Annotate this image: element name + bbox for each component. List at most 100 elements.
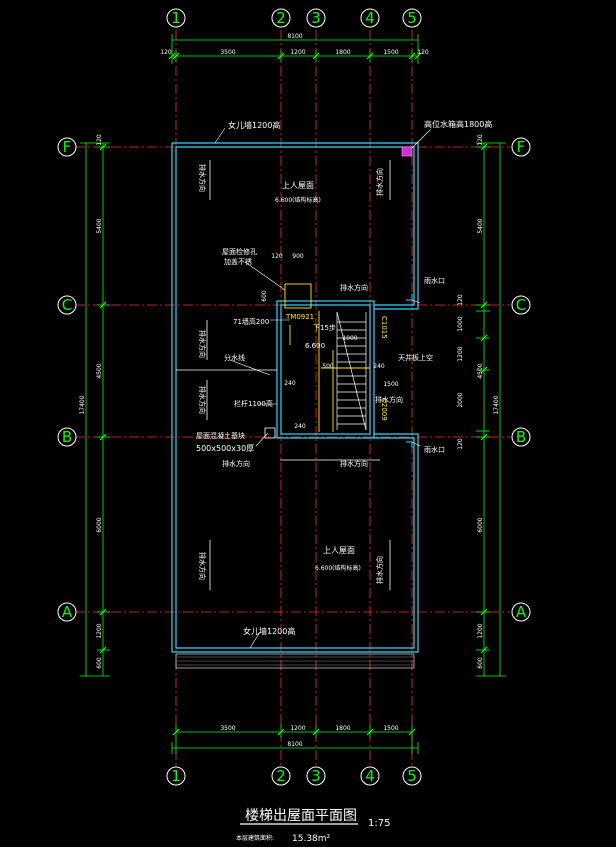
dim-bottom-seg-1: 1200 [290,725,305,732]
drain-marks [406,294,413,448]
dim-right-seg-6: 120 [457,438,464,450]
dim-bottom-total: 8100 [287,741,302,748]
parapet-hatch-pattern [176,656,414,666]
stair-dim-8: 240 [294,423,306,430]
label-drain-2: 排水方向 [375,168,384,196]
stair-dim-3: 500 [322,363,334,370]
label-drain-4: 排水方向 [198,386,207,414]
dimension-ticks [99,52,488,736]
dim-bottom-seg-2: 1800 [335,725,350,732]
dim-top-total: 8100 [287,33,302,40]
label-parapet-bottom: 女儿墙1200高 [243,626,295,636]
label-hatch-note-1: 屋面检修孔 [222,247,257,256]
label-drain-8: 排水方向 [222,459,250,468]
label-floor-elev: 6.600 [305,342,325,350]
stair-dim-0: 120 [271,253,283,260]
dimension-lines [80,34,506,754]
stair-dim-7: 240 [284,380,296,387]
label-window-top: C1015 [380,316,388,339]
grid-label-top-2: 2 [276,9,286,27]
grid-label-top-4: 4 [365,9,375,27]
label-window-bot: C2009 [380,398,388,421]
label-stair-down: 下15步 [313,324,336,332]
dim-top-seg-0: 120 [160,49,172,56]
label-drain-6: 排水方向 [375,556,384,584]
grid-label-bottom-4: 4 [365,767,375,785]
building-outline [171,142,419,653]
dim-right-seg-1: 5400 [477,218,484,233]
base-block-marker [264,427,276,439]
dim-right-seg-2: 120 [457,294,464,306]
dim-bottom-seg-0: 3500 [220,725,235,732]
label-drain-10: 排水方向 [375,395,403,404]
dim-top-seg-2: 1200 [290,49,305,56]
label-roof-1: 上人屋面 [282,181,314,190]
grid-label-right-C: C [516,296,526,314]
drawing-title: 楼梯出屋面平面图 [245,808,357,824]
grid-label-left-C: C [62,296,72,314]
label-base-2: 500x500x30厚 [196,444,254,453]
dim-left-seg-5: 600 [96,657,103,669]
grid-label-left-B: B [62,428,72,446]
grid-label-right-B: B [516,428,526,446]
stair-dim-4: 1000 [342,335,357,342]
label-rail: 栏杆1100高 [234,399,273,408]
label-door: TM0921 [285,313,314,321]
stair-treads [336,311,367,431]
grid-label-bottom-1: 1 [171,767,181,785]
stair-dim-5: 240 [373,363,385,370]
label-drain-9: 排水方向 [340,459,368,468]
dim-left-seg-1: 5400 [96,218,103,233]
grid-label-bottom-5: 5 [407,767,417,785]
grid-label-top-1: 1 [171,9,181,27]
label-drain-1: 排水方向 [198,164,207,192]
label-roof-elev-2: 6.600(结构标高) [315,564,361,572]
drain-arrows [206,160,391,590]
label-reservoir: 高位水箱高1800高 [424,119,492,129]
grid-bubbles [57,8,531,786]
dim-right-seg-3: 1000 [457,316,464,331]
grid-label-top-5: 5 [407,9,417,27]
label-drain-3: 排水方向 [198,330,207,358]
dim-left-seg-2: 4500 [96,363,103,378]
dim-right-total: 17400 [493,395,500,414]
stair-flight [284,283,370,432]
dim-bottom-seg-3: 1500 [383,725,398,732]
label-roof-elev-1: 6.600(结构标高) [275,196,321,204]
dim-top-seg-1: 3500 [220,49,235,56]
dim-right-seg-4: 1200 [457,346,464,361]
area-label: 本层建筑面积: [236,834,274,842]
stair-dim-2: 600 [261,290,268,302]
label-skylight: 天井板上空 [398,353,433,362]
label-drain-5: 排水方向 [198,552,207,580]
dim-left-seg-0: 120 [96,134,103,146]
grid-label-right-F: F [517,138,526,156]
grid-label-left-A: A [62,603,73,621]
label-drain-7: 排水方向 [340,283,368,292]
dim-left-seg-4: 1200 [96,623,103,638]
dim-right-seg-5: 2000 [457,392,464,407]
dim-right-seg-7: 6000 [477,517,484,532]
stair-dim-6: 1500 [383,381,398,388]
label-outlet-2: 雨水口 [424,445,445,454]
label-roof-2: 上人屋面 [323,546,355,555]
dim-top-seg-5: 120 [417,49,429,56]
grid-label-left-F: F [63,138,72,156]
label-outlet-1: 雨水口 [424,276,445,285]
dim-top-seg-4: 1500 [383,49,398,56]
drawing-scale: 1:75 [368,818,390,829]
water-tank-marker [401,146,413,157]
area-value: 15.38m² [292,834,331,844]
grid-label-top-3: 3 [311,9,321,27]
label-divider: 分水线 [224,353,245,362]
dim-right-seg-9: 600 [477,657,484,669]
label-base-1: 屋面混凝土基块 [196,431,245,440]
grid-label-right-A: A [516,603,527,621]
dim-left-total: 17400 [79,395,86,414]
label-hatch-note-2: 加盖不锈 [224,257,252,266]
dim-right-seg-0: 120 [477,134,484,146]
grid-label-bottom-2: 2 [276,767,286,785]
dim-left-seg-3: 6000 [96,517,103,532]
grid-label-bottom-3: 3 [311,767,321,785]
